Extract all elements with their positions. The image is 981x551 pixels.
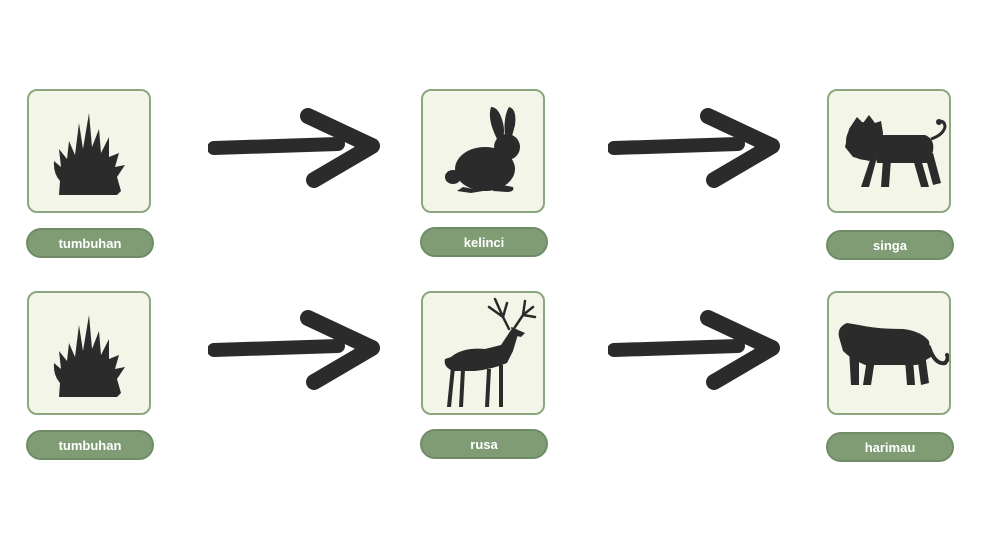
deer-icon (443, 297, 537, 409)
grass-card (27, 291, 151, 415)
deer-card (421, 291, 545, 415)
label-tumbuhan: tumbuhan (26, 228, 154, 258)
grass-icon (53, 315, 125, 397)
label-harimau: harimau (826, 432, 954, 462)
lion-card (827, 89, 951, 213)
arrow-right-icon (608, 108, 780, 188)
tiger-card (827, 291, 951, 415)
label-tumbuhan: tumbuhan (26, 430, 154, 460)
grass-icon (53, 113, 125, 195)
label-rusa: rusa (420, 429, 548, 459)
arrow-right-icon (208, 310, 380, 390)
arrow-right-icon (208, 108, 380, 188)
arrow-right-icon (608, 310, 780, 390)
tiger-icon (836, 321, 949, 387)
label-singa: singa (826, 230, 954, 260)
rabbit-card (421, 89, 545, 213)
rabbit-icon (445, 107, 520, 193)
grass-card (27, 89, 151, 213)
label-kelinci: kelinci (420, 227, 548, 257)
lion-icon (843, 113, 947, 189)
